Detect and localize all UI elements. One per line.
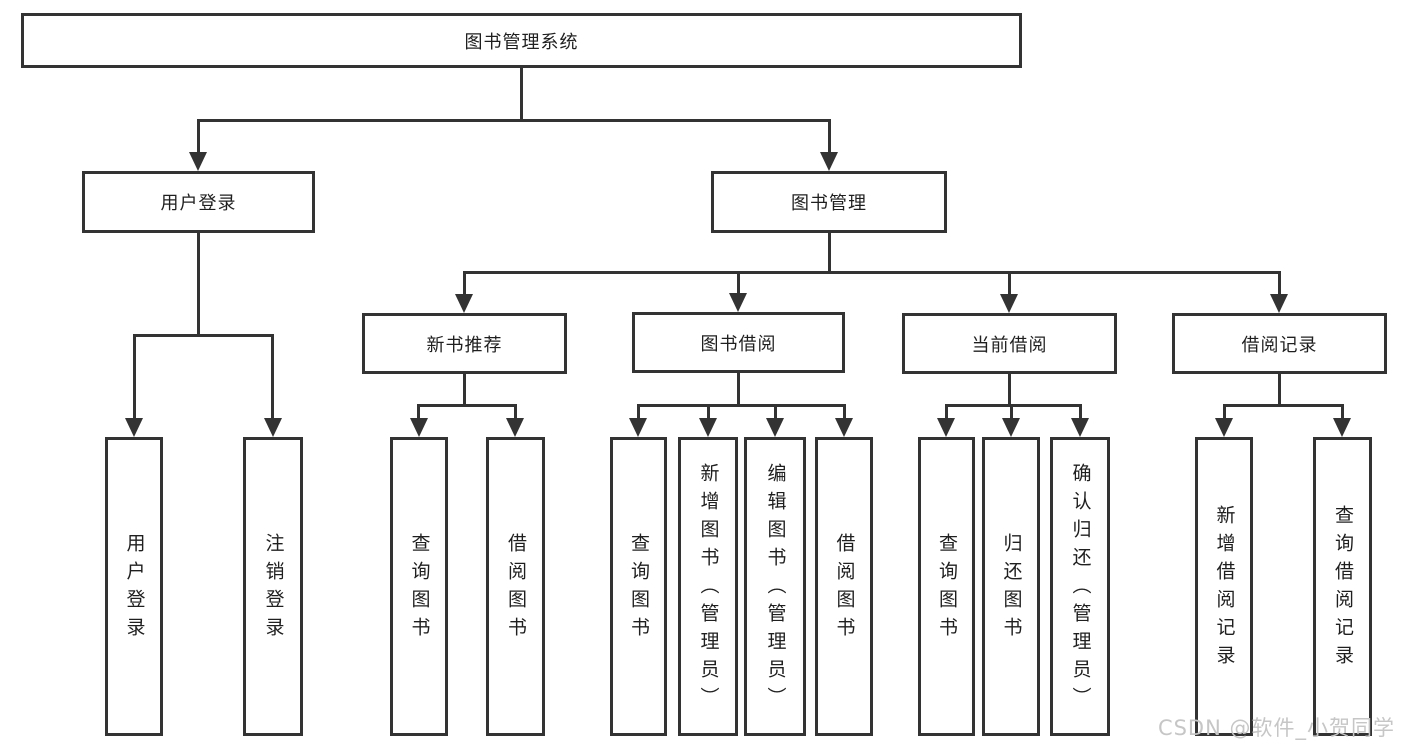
- connector-line: [417, 404, 517, 407]
- arrow-down-icon: [506, 418, 524, 437]
- arrow-down-icon: [699, 418, 717, 437]
- connector-line: [514, 404, 517, 421]
- leaf-logout-login: 注销登录: [243, 437, 303, 736]
- leaf-query-book-current: 查询图书: [918, 437, 975, 736]
- leaf-return-book: 归还图书: [982, 437, 1040, 736]
- arrow-down-icon: [629, 418, 647, 437]
- leaf-confirm-return-admin: 确认归还（管理员）: [1050, 437, 1110, 736]
- connector-line: [133, 334, 274, 337]
- arrow-down-icon: [455, 294, 473, 313]
- arrow-down-icon: [1270, 294, 1288, 313]
- node-label: 借阅图书: [833, 532, 856, 645]
- connector-line: [271, 334, 274, 421]
- connector-line: [737, 271, 740, 296]
- connector-line: [737, 373, 740, 406]
- arrow-down-icon: [820, 152, 838, 171]
- arrow-down-icon: [1000, 294, 1018, 313]
- connector-line: [1008, 271, 1011, 296]
- connector-line: [1079, 404, 1082, 421]
- node-label: 新书推荐: [426, 334, 503, 356]
- node-user-login: 用户登录: [82, 171, 315, 233]
- connector-line: [133, 334, 136, 421]
- arrow-down-icon: [1333, 418, 1351, 437]
- connector-line: [1008, 374, 1011, 406]
- connector-line: [637, 404, 640, 421]
- node-label: 新增借阅记录: [1213, 504, 1236, 673]
- connector-line: [1278, 271, 1281, 296]
- node-root-system: 图书管理系统: [21, 13, 1022, 68]
- connector-line: [637, 404, 845, 407]
- node-label: 借阅图书: [505, 532, 527, 645]
- node-book-borrow: 图书借阅: [632, 312, 845, 373]
- arrow-down-icon: [125, 418, 143, 437]
- arrow-down-icon: [189, 152, 207, 171]
- connector-line: [197, 233, 200, 336]
- connector-line: [1341, 404, 1344, 421]
- connector-line: [1278, 374, 1281, 406]
- node-label: 编辑图书（管理员）: [764, 462, 787, 715]
- connector-line: [1223, 404, 1343, 407]
- node-label: 新增图书（管理员）: [697, 462, 720, 715]
- node-current-borrow: 当前借阅: [902, 313, 1117, 374]
- leaf-query-book-borrow: 查询图书: [610, 437, 667, 736]
- connector-line: [197, 119, 831, 122]
- node-new-book-recommend: 新书推荐: [362, 313, 567, 374]
- leaf-query-borrow-record: 查询借阅记录: [1313, 437, 1372, 736]
- node-label: 归还图书: [1000, 532, 1023, 645]
- node-label: 图书借阅: [700, 333, 777, 355]
- leaf-user-login: 用户登录: [105, 437, 163, 736]
- connector-line: [197, 119, 200, 155]
- node-label: 借阅记录: [1241, 334, 1318, 356]
- node-label: 确认归还（管理员）: [1069, 462, 1092, 715]
- node-label: 查询图书: [408, 532, 431, 645]
- connector-line: [417, 404, 420, 421]
- connector-line: [828, 119, 831, 155]
- arrow-down-icon: [1215, 418, 1233, 437]
- arrow-down-icon: [410, 418, 428, 437]
- arrow-down-icon: [766, 418, 784, 437]
- arrow-down-icon: [264, 418, 282, 437]
- node-label: 查询图书: [936, 532, 958, 645]
- connector-line: [463, 271, 466, 296]
- connector-line: [945, 404, 948, 421]
- connector-line: [463, 271, 1281, 274]
- node-label: 查询图书: [628, 532, 650, 645]
- leaf-add-borrow-record: 新增借阅记录: [1195, 437, 1253, 736]
- connector-line: [828, 233, 831, 273]
- leaf-add-book-admin: 新增图书（管理员）: [678, 437, 738, 736]
- arrow-down-icon: [1071, 418, 1089, 437]
- csdn-watermark: CSDN @软件_小贺同学: [1157, 716, 1395, 740]
- connector-line: [1010, 404, 1013, 421]
- node-label: 图书管理系统: [464, 31, 579, 53]
- connector-line: [520, 68, 523, 121]
- node-label: 图书管理: [791, 193, 867, 214]
- connector-line: [1223, 404, 1226, 421]
- leaf-borrow-book-recommend: 借阅图书: [486, 437, 545, 736]
- connector-line: [707, 404, 710, 421]
- node-label: 用户登录: [160, 193, 237, 214]
- arrow-down-icon: [729, 293, 747, 312]
- leaf-borrow-book: 借阅图书: [815, 437, 873, 736]
- arrow-down-icon: [835, 418, 853, 437]
- node-borrow-record: 借阅记录: [1172, 313, 1387, 374]
- connector-line: [945, 404, 1082, 407]
- node-label: 当前借阅: [971, 334, 1048, 356]
- node-label: 查询借阅记录: [1332, 504, 1354, 673]
- node-label: 用户登录: [123, 532, 146, 645]
- connector-line: [774, 404, 777, 421]
- node-label: 注销登录: [262, 532, 285, 645]
- leaf-query-book-recommend: 查询图书: [390, 437, 448, 736]
- leaf-edit-book-admin: 编辑图书（管理员）: [744, 437, 806, 736]
- connector-line: [463, 374, 466, 406]
- node-book-management: 图书管理: [711, 171, 947, 233]
- connector-line: [843, 404, 846, 421]
- arrow-down-icon: [937, 418, 955, 437]
- arrow-down-icon: [1002, 418, 1020, 437]
